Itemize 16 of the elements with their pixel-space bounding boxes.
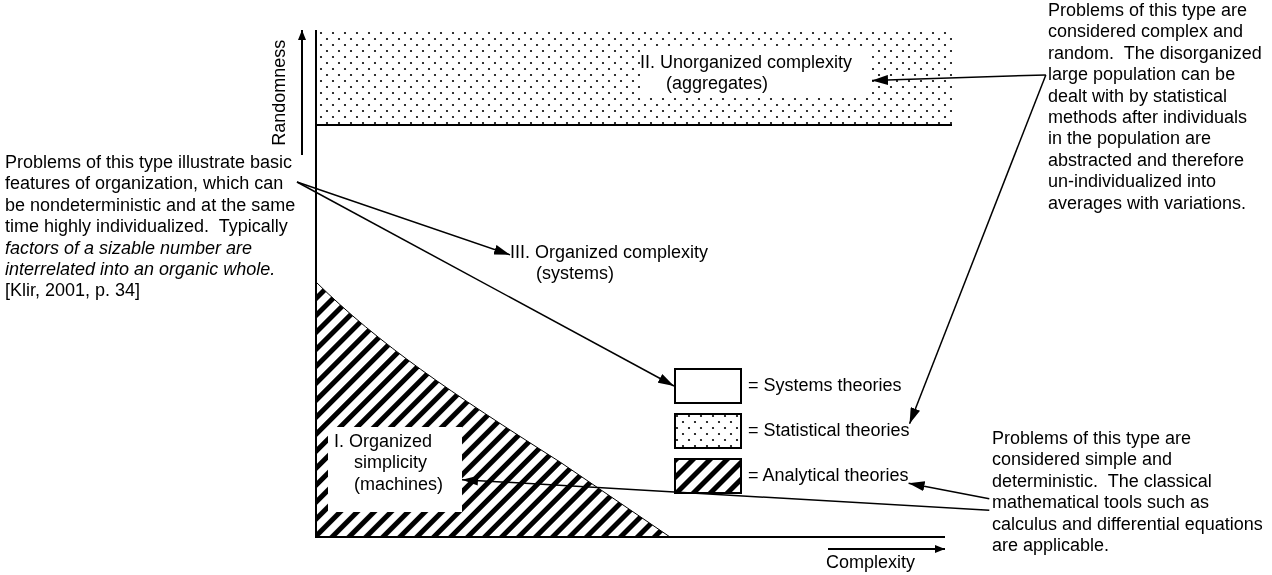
theory-label: = Analytical theories bbox=[748, 465, 909, 487]
annotation-text: Problems of this type illustrate basic features of organization, which can be nondeterministic and at the same time highly individualized. Typically factors of a sizable number are interrelated into an organic whole. [Klir, 2001, p. 34] bbox=[5, 152, 297, 302]
arrow bbox=[908, 74, 1047, 425]
axis-label: Complexity bbox=[826, 552, 916, 574]
region-label: III. Organized complexity (systems) bbox=[510, 242, 710, 285]
region-label: II. Unorganized complexity (aggregates) bbox=[640, 52, 854, 95]
annotation-text: Problems of this type are considered simple and deterministic. The classical mathematical tools such as calculus and differential equations are applicable. bbox=[992, 428, 1264, 557]
arrow bbox=[907, 481, 991, 500]
arrow bbox=[871, 74, 1047, 85]
annotation-text: Problems of this type are considered complex and random. The disorganized large population can be dealt with by statistical methods after individuals in the population are abstracted and therefore un-individualized into averages with variations. bbox=[1048, 0, 1263, 215]
axis-label: Randomness bbox=[269, 39, 291, 146]
theory-label: = Systems theories bbox=[748, 375, 902, 397]
theory-label: = Statistical theories bbox=[748, 420, 910, 442]
arrow bbox=[461, 475, 991, 511]
region-label: I. Organized simplicity (machines) bbox=[334, 431, 445, 496]
arrow bbox=[296, 181, 675, 387]
